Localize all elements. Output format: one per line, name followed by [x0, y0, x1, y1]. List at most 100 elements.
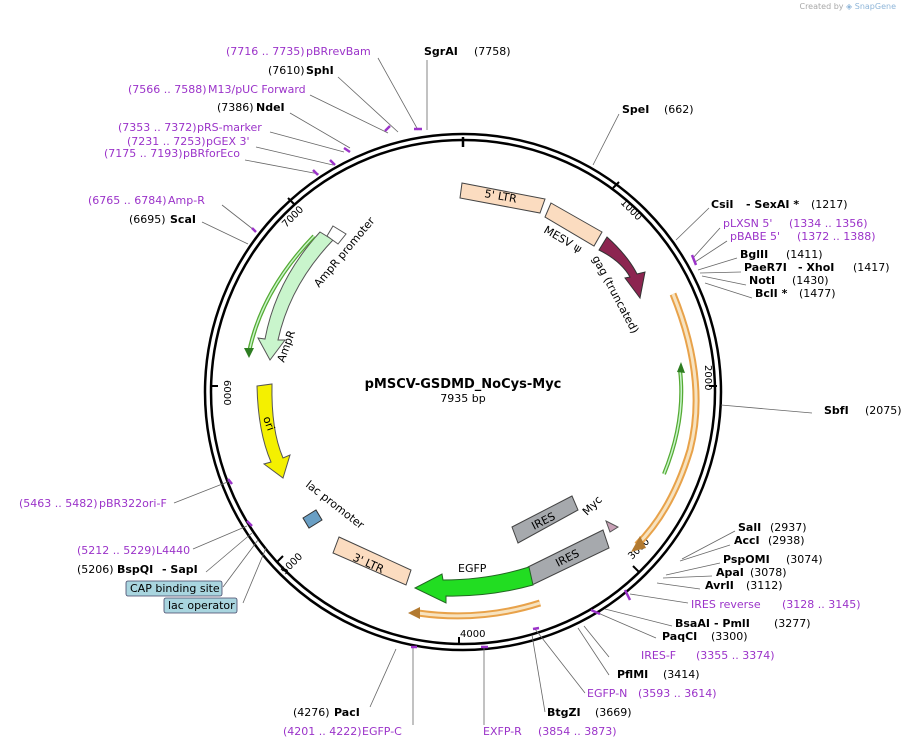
snapgene-credit: Created by ◈ SnapGene	[799, 2, 896, 11]
ampr-primer-name: Amp-R	[168, 194, 205, 207]
l4440-name: L4440	[156, 544, 190, 557]
pbrforeco-name: pBRforEco	[183, 147, 240, 160]
pbrrevbam-pos: (7716 .. 7735)	[226, 45, 305, 58]
scai-pos: (6695)	[129, 213, 166, 226]
bglii-name: BglII	[740, 248, 768, 261]
plxsn-name: pLXSN 5'	[723, 217, 772, 230]
pbrforeco-pos: (7175 .. 7193)	[104, 147, 183, 160]
avrii-name: AvrII	[705, 579, 734, 592]
tick-7000: 7000	[280, 204, 306, 230]
sphi-name: SphI	[306, 64, 334, 77]
ires-rev-pos: (3128 .. 3145)	[782, 598, 861, 611]
cap-binding-box	[125, 580, 223, 597]
tick-4000: 4000	[460, 629, 485, 640]
m13-name: M13/pUC Forward	[208, 83, 306, 96]
pbr322ori-pos: (5463 .. 5482)	[19, 497, 98, 510]
position-ticks: 1000 2000 3000 4000 5000 6000 7000	[210, 181, 717, 645]
ires-top-feature	[511, 495, 579, 544]
plxsn-pos: (1334 .. 1356)	[789, 217, 868, 230]
ires-f-name: IRES-F	[641, 649, 676, 662]
egfp-label: EGFP	[458, 562, 487, 575]
ltr5-feature	[459, 182, 546, 214]
primer-markers	[227, 125, 698, 649]
egfp-feature	[413, 566, 534, 604]
gag-feature	[598, 236, 646, 300]
bsaai-name: BsaAI	[675, 617, 710, 630]
bspqi-name: BspQI	[117, 563, 153, 576]
lac-promoter-feature	[302, 509, 323, 529]
paci-name: PacI	[334, 706, 360, 719]
tick-5000: 5000	[279, 551, 305, 577]
bsaai-pos: (3277)	[774, 617, 811, 630]
green-arc-left-fill	[248, 235, 315, 353]
pgex3-name: pGEX 3'	[206, 135, 250, 148]
pbrrevbam-name: pBRrevBam	[306, 45, 371, 58]
ampr-feature	[257, 231, 334, 361]
pgex3-pos: (7231 .. 7253)	[127, 135, 206, 148]
ires-rev-name: IRES reverse	[691, 598, 761, 611]
apai-pos: (3078)	[750, 566, 787, 579]
csii-name: CsiI	[711, 198, 733, 211]
ltr3-feature	[332, 536, 412, 586]
spei-name: SpeI	[622, 103, 649, 116]
egfp-c-name: EGFP-C	[362, 725, 402, 738]
ltr5-label: 5' LTR	[483, 187, 518, 206]
bcli-name: BclI *	[755, 287, 788, 300]
acci-name: AccI	[734, 534, 760, 547]
exfp-r-name: EXFP-R	[483, 725, 522, 738]
paqci-name: PaqCI	[662, 630, 697, 643]
ires-f-pos: (3355 .. 3374)	[696, 649, 775, 662]
tick-6000: 6000	[221, 380, 232, 405]
cap-binding-label: CAP binding site	[130, 582, 220, 595]
ndei-name: NdeI	[256, 101, 285, 114]
lac-operator-label: lac operator	[168, 599, 235, 612]
paqci-pos: (3300)	[711, 630, 748, 643]
scai-name: ScaI	[170, 213, 196, 226]
tick-2000: 2000	[702, 365, 713, 390]
exfp-r-pos: (3854 .. 3873)	[538, 725, 617, 738]
l4440-pos: (5212 .. 5229)	[77, 544, 156, 557]
sali-name: SalI	[738, 521, 761, 534]
apai-name: ApaI	[716, 566, 744, 579]
paer7i-pos: (1417)	[853, 261, 890, 274]
plasmid-name: pMSCV-GSDMD_NoCys-Myc	[365, 377, 562, 392]
sali-pos: (2937)	[770, 521, 807, 534]
paci-pos: (4276)	[293, 706, 330, 719]
pbabe-pos: (1372 .. 1388)	[797, 230, 876, 243]
psi-feature	[544, 202, 603, 247]
pfimi-name: PflMI	[617, 668, 648, 681]
btgzi-name: BtgZI	[547, 706, 581, 719]
egfp-n-pos: (3593 .. 3614)	[638, 687, 717, 700]
sgrai-pos: (7758)	[474, 45, 511, 58]
ori-feature	[256, 383, 291, 479]
m13-pos: (7566 .. 7588)	[128, 83, 207, 96]
orf-arc-right-head	[631, 536, 646, 552]
pbabe-name: pBABE 5'	[730, 230, 780, 243]
sbfi-pos: (2075)	[865, 404, 902, 417]
ndei-pos: (7386)	[217, 101, 254, 114]
noti-name: NotI	[749, 274, 775, 287]
csii-pos: (1217)	[811, 198, 848, 211]
bglii-pos: (1411)	[786, 248, 823, 261]
egfp-n-name: EGFP-N	[587, 687, 627, 700]
green-arc-right-head	[677, 362, 685, 373]
bspqi-pos: (5206)	[77, 563, 114, 576]
ampr-promoter-feature	[326, 225, 347, 245]
avrii-pos: (3112)	[746, 579, 783, 592]
sgrai-name: SgrAI	[424, 45, 458, 58]
paer7i-name: PaeR7I	[744, 261, 787, 274]
sphi-pos: (7610)	[268, 64, 305, 77]
green-arc-left-head	[244, 348, 254, 358]
orf-arc-bottom-fill	[417, 601, 541, 618]
backbone-outer	[203, 132, 723, 652]
orf-arc-bottom-head	[408, 607, 420, 619]
myc-feature	[605, 519, 620, 533]
pspomi-name: PspOMI	[723, 553, 770, 566]
noti-pos: (1430)	[792, 274, 829, 287]
prs-name: pRS-marker	[197, 121, 262, 134]
leader-lines	[173, 57, 813, 725]
spei-pos: (662)	[664, 103, 694, 116]
egfp-c-pos: (4201 .. 4222)	[283, 725, 362, 738]
btgzi-pos: (3669)	[595, 706, 632, 719]
